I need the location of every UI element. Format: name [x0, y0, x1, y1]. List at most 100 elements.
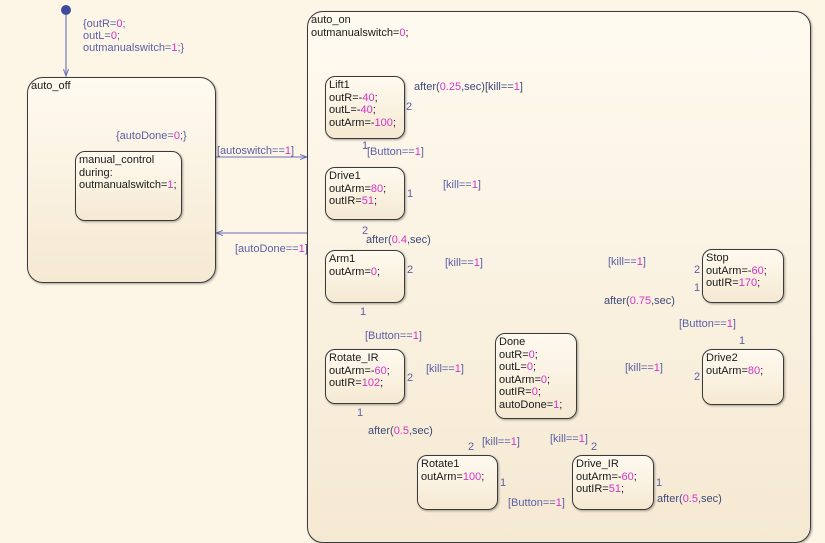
label-rotate1-kill[interactable]: [kill==1]	[482, 436, 520, 448]
label-arm1-button[interactable]: [Button==1]	[365, 330, 422, 342]
text-line: outArm=100;	[421, 471, 484, 484]
order-index: 1	[362, 140, 369, 152]
text-line: Done	[499, 336, 562, 349]
text-run: ;	[372, 104, 376, 116]
text-line: outArm=-60;	[706, 265, 767, 278]
text-run: ;	[122, 18, 126, 30]
text-line: outArm=0;	[499, 374, 562, 387]
text-run: after(	[414, 81, 440, 93]
text-line: outArm=80;	[329, 183, 386, 196]
numeric-literal: 0	[526, 361, 533, 373]
label-lift1-button[interactable]: [Button==1]	[367, 146, 424, 158]
order-index: 2	[694, 371, 701, 383]
numeric-literal: 1	[473, 257, 480, 269]
text-line: Drive_IR	[576, 458, 637, 471]
text-run: [autoswitch==	[217, 145, 285, 157]
text-run: outmanualswitch=	[83, 42, 172, 54]
text-run: ]	[291, 145, 295, 157]
text-run: ]	[561, 497, 565, 509]
text-run: ]	[732, 318, 736, 330]
order-index: 1	[739, 335, 746, 347]
label-drive1-after[interactable]: after(0.4,sec)	[366, 234, 431, 246]
text-run: ;	[383, 182, 387, 195]
numeric-literal: 0	[531, 386, 538, 398]
text-run: [Button==	[367, 146, 415, 158]
text-line: Drive1	[329, 170, 386, 183]
text-run: [autoDone==	[235, 243, 299, 255]
text-line: outmanualswitch=1;	[79, 179, 177, 192]
text-run: ]	[418, 330, 422, 342]
label-stop-after[interactable]: after(0.75,sec)	[604, 295, 675, 307]
text-run: [kill==	[445, 257, 474, 269]
label-lift1-kill[interactable]: after(0.25,sec)[kill==1]	[414, 81, 523, 93]
text-run: auto_on	[311, 14, 351, 26]
text-run: ]	[304, 243, 308, 255]
text-line: Lift1	[329, 79, 396, 92]
text-run: ;	[481, 470, 485, 483]
label-rotate1-button[interactable]: [Button==1]	[508, 497, 565, 509]
text-line: outL=0;	[83, 30, 184, 42]
text-run: ;	[537, 386, 541, 398]
numeric-literal: 1	[412, 330, 419, 342]
text-run: ,sec)	[406, 234, 431, 246]
label-autoswitch[interactable]: [autoswitch==1]	[217, 145, 294, 157]
label-drive2-kill[interactable]: [kill==1]	[625, 362, 663, 374]
numeric-literal: 1	[167, 179, 174, 191]
text-run: ]	[460, 363, 464, 375]
text-line: manual_control	[79, 154, 177, 167]
text-run: {autoDone=	[116, 130, 174, 142]
text-line: outR=0;	[499, 349, 562, 362]
label-arm1-kill[interactable]: [kill==1]	[445, 257, 483, 269]
numeric-literal: 80	[370, 182, 384, 195]
label-autodone[interactable]: [autoDone==1]	[235, 243, 308, 255]
numeric-literal: 1	[171, 42, 178, 54]
text-run: ;	[405, 26, 409, 39]
text-line: outL=-40;	[329, 104, 396, 117]
numeric-literal: 170	[738, 277, 758, 289]
text-run: outmanualswitch=	[311, 26, 400, 39]
text-run: [kill==	[443, 179, 472, 191]
text-run: ;	[386, 364, 390, 377]
numeric-literal: 0.75	[629, 295, 652, 307]
text-run: outIR=	[576, 483, 609, 495]
label-drive1-kill[interactable]: [kill==1]	[443, 179, 481, 191]
text-run: [kill==	[625, 362, 654, 374]
label-drive2-button[interactable]: [Button==1]	[679, 318, 736, 330]
state-auto-off-label: auto_off	[31, 80, 71, 92]
text-run: ,sec)[kill==	[461, 81, 514, 93]
numeric-literal: 1	[284, 145, 291, 157]
label-rotateir-after[interactable]: after(0.5,sec)	[368, 425, 433, 437]
text-run: ;	[620, 483, 625, 495]
label-driveir-kill[interactable]: [kill==1]	[550, 433, 588, 445]
numeric-literal: 0.4	[391, 234, 407, 246]
numeric-literal: 60	[751, 264, 764, 277]
text-run: outArm=-	[329, 364, 375, 377]
label-rotateir-kill[interactable]: [kill==1]	[426, 363, 464, 375]
text-line: Stop	[706, 252, 767, 265]
label-driveir-after[interactable]: after(0.5,sec)	[657, 493, 722, 505]
numeric-literal: 1	[726, 318, 733, 330]
text-line: outIR=51;	[329, 195, 386, 208]
numeric-literal: 1	[298, 243, 305, 255]
text-run: Drive1	[329, 170, 361, 182]
numeric-literal: 1	[578, 433, 585, 445]
text-run: ;	[559, 398, 563, 411]
label-stop-kill[interactable]: [kill==1]	[608, 256, 646, 268]
order-index: 1	[656, 477, 663, 489]
numeric-literal: 60	[621, 470, 634, 483]
